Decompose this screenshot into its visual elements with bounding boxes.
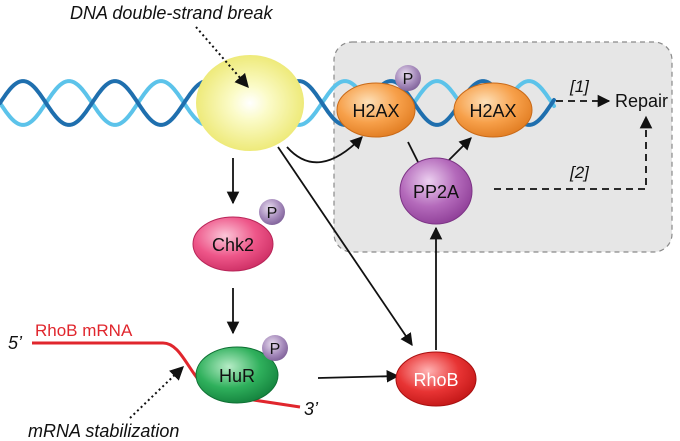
arrow-pp2a-to-h2ax — [445, 137, 472, 164]
mrna-stabilization-label: mRNA stabilization — [28, 421, 179, 441]
phospho-label: P — [270, 341, 281, 358]
phospho-label: P — [403, 71, 414, 88]
pp2a-node: PP2A — [399, 157, 473, 225]
rhob-label: RhoB — [413, 370, 458, 390]
arrows — [129, 26, 653, 419]
pp2a-label: PP2A — [413, 182, 459, 202]
chk2-node: P Chk2 — [192, 199, 285, 272]
repair-label: Repair — [615, 91, 668, 111]
pointer-mrna-stabilization — [129, 366, 185, 419]
rhob-mrna-label: RhoB mRNA — [35, 321, 133, 340]
phospho-badge — [262, 335, 288, 361]
five-prime-label: 5’ — [8, 333, 23, 353]
path2-label: [2] — [569, 163, 590, 182]
h2ax-node: H2AX — [453, 82, 533, 138]
arrow-break-to-h2ax — [286, 136, 363, 164]
arrow-path2-to-repair — [494, 115, 653, 190]
dna-break-label: DNA double-strand break — [70, 3, 273, 23]
pointer-dna-break — [195, 26, 249, 89]
hur-node: P HuR — [195, 335, 288, 404]
rhob-node: RhoB — [395, 351, 477, 407]
arrow-hur-to-rhob — [317, 369, 400, 383]
phospho-label: P — [267, 205, 278, 222]
repair-panel — [333, 41, 673, 253]
inhibit-h2ax-to-pp2a — [407, 141, 419, 163]
h2ax-label: H2AX — [469, 101, 516, 121]
hur-label: HuR — [219, 366, 255, 386]
path1-label: [1] — [569, 77, 590, 96]
double-strand-break-glow — [196, 55, 304, 151]
phospho-badge — [395, 65, 421, 91]
phospho-badge — [259, 199, 285, 225]
h2ax-label: H2AX — [352, 101, 399, 121]
three-prime-label: 3’ — [304, 399, 319, 419]
arrow-break-to-rhob — [277, 146, 413, 347]
chk2-label: Chk2 — [212, 235, 254, 255]
h2ax-phosphorylated-node: P H2AX — [336, 65, 421, 138]
dna-strand-light — [0, 79, 242, 127]
dna-strand-dark — [0, 79, 242, 127]
